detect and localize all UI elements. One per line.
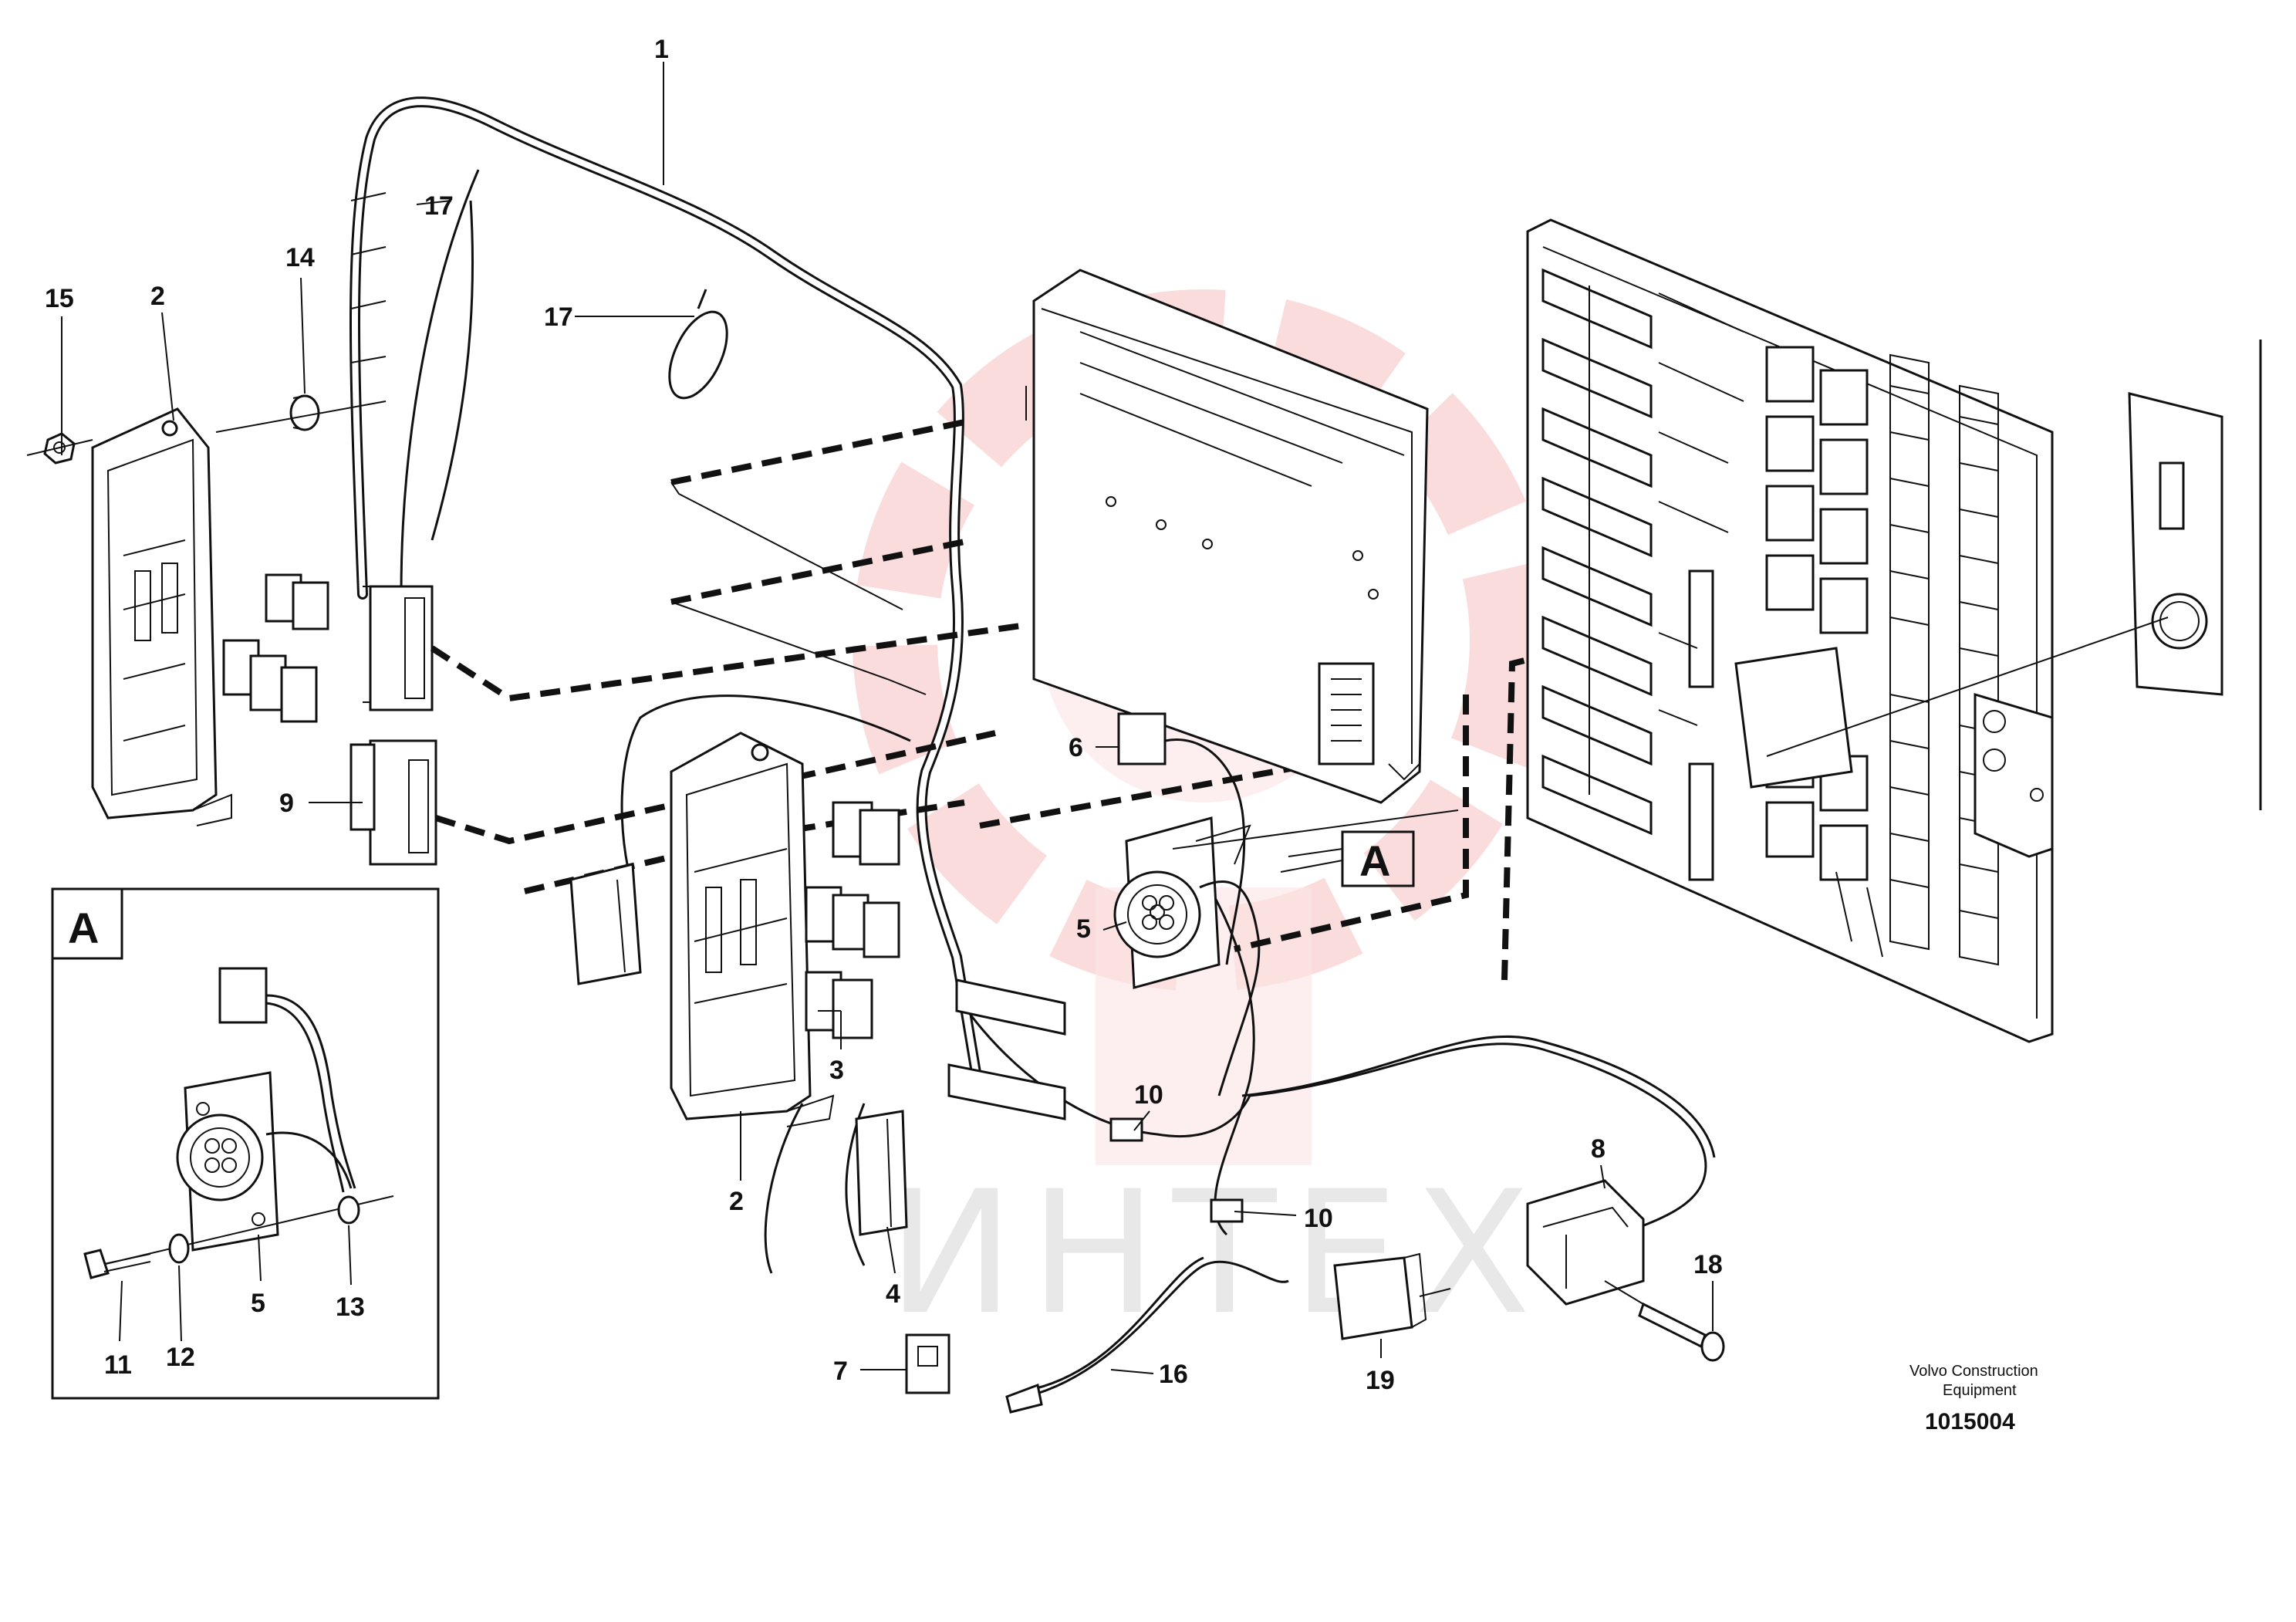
leader-lines [61, 62, 1714, 1374]
callout-4: 4 [886, 1279, 900, 1309]
control-unit [1032, 269, 1429, 804]
screw [1604, 1280, 1725, 1362]
small-plug [1109, 1117, 1244, 1223]
callout-19: 19 [1366, 1366, 1395, 1395]
document-number: 1015004 [1925, 1409, 2015, 1434]
connector-block-upper [363, 585, 434, 711]
callout-2-left: 2 [150, 282, 165, 311]
callout-3: 3 [829, 1056, 844, 1085]
cable-with-plug [1005, 1256, 1289, 1414]
credit-block: Volvo Construction Equipment 1015004 [1909, 1363, 2038, 1434]
relay-socket [1526, 1179, 1645, 1306]
callout-1: 1 [654, 35, 669, 64]
callout-16: 16 [1159, 1360, 1188, 1389]
detail-view-a: A [51, 887, 440, 1400]
callout-10-lower: 10 [1304, 1204, 1333, 1233]
callout-6: 6 [1069, 733, 1083, 762]
relay [1333, 1252, 1451, 1340]
callout-5-detail: 5 [251, 1289, 265, 1318]
callout-7: 7 [833, 1357, 848, 1386]
connector-socket-plate [1113, 816, 1261, 1097]
credit-line-2: Equipment [1943, 1382, 2017, 1399]
watermark-text: ИНТЕХ [887, 1154, 1546, 1352]
callout-17-tie: 17 [544, 302, 573, 332]
relay-bracket-middle [670, 732, 835, 1127]
callout-13: 13 [336, 1293, 365, 1322]
callout-2-middle: 2 [729, 1187, 744, 1216]
callout-14: 14 [285, 243, 315, 272]
relay-group-middle [805, 801, 900, 1039]
connector-block-lower [349, 739, 437, 866]
callout-5-main: 5 [1076, 914, 1091, 944]
detail-reference-marker: A [1341, 830, 1415, 887]
nut [26, 432, 93, 465]
callout-9: 9 [279, 789, 294, 818]
callout-10-upper: 10 [1134, 1080, 1163, 1110]
small-connector [905, 1333, 950, 1394]
circuit-board [1526, 218, 2054, 1043]
callout-labels: 1 2 2 3 4 5 5 6 7 8 9 10 10 11 12 13 14 … [45, 35, 1723, 1395]
detail-reference-label: A [1359, 836, 1390, 885]
relay-group-left [222, 573, 329, 723]
mounting-plate [1766, 340, 2262, 810]
callout-17-harness: 17 [424, 191, 454, 221]
callout-12: 12 [166, 1343, 195, 1372]
callout-8: 8 [1591, 1134, 1606, 1164]
relay-bracket-left [91, 407, 232, 826]
detail-view-label: A [68, 904, 99, 952]
clip-bracket [855, 1110, 908, 1236]
callout-15: 15 [45, 284, 74, 313]
cable-tie [668, 289, 728, 400]
harness-end-connectors [947, 978, 1066, 1120]
spacer-sleeve [215, 394, 387, 433]
credit-line-1: Volvo Construction [1909, 1363, 2038, 1380]
plug-connector [569, 863, 642, 985]
diagnostic-connector [1117, 712, 1246, 965]
callout-11: 11 [104, 1350, 132, 1380]
callout-18: 18 [1693, 1250, 1723, 1279]
